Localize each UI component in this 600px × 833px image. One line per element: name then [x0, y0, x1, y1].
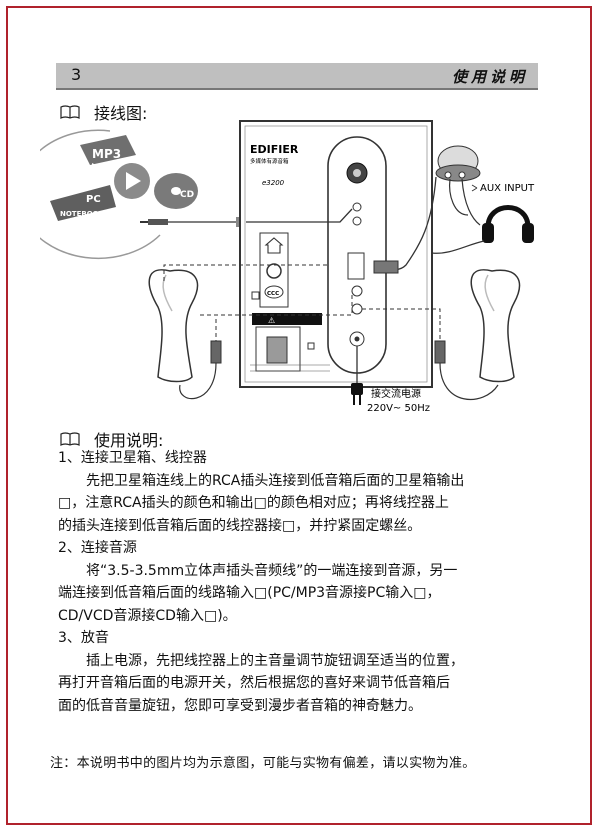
pc-notebook-badge [50, 185, 116, 221]
cd-label: CD [180, 190, 194, 200]
audio-source-group: MP3 PC NOTEBOOK CD [40, 129, 246, 259]
brand-subtitle: 多媒体有源音箱 [250, 157, 289, 165]
book-icon [60, 105, 80, 119]
usage-heading-text: 使用说明: [94, 431, 164, 450]
home-icon [264, 237, 284, 254]
step-title: 3、放音 [58, 630, 109, 646]
satellite-speaker-left [148, 269, 199, 383]
aux-input-label: AUX INPUT [480, 183, 535, 194]
disclaimer-note: 注：本说明书中的图片均为示意图，可能与实物有偏差，请以实物为准。 [50, 756, 476, 771]
step-line: □，注意RCA插头的颜色和输出□的颜色相对应；再将线控器上 [58, 495, 449, 511]
controller-plug [373, 260, 399, 274]
step-line: 将“3.5-3.5mm立体声插头音频线”的一端连接到音源，另一 [86, 562, 458, 579]
header-title: 使用说明 [451, 68, 528, 86]
mini-jack-plug-icon [148, 219, 168, 225]
power-spec: 220V~ 50Hz [367, 403, 430, 414]
ccc-mark-icon [264, 285, 284, 299]
wired-controller-group: AUX INPUT [373, 145, 535, 274]
headphones-icon [482, 205, 534, 243]
pc-label: PC [86, 194, 101, 205]
controller-port [347, 252, 365, 280]
step-line: 面的低音音量旋钮，您即可享受到漫步者音箱的神奇魅力。 [58, 697, 422, 714]
subwoofer-rear-panel: EDIFIER 多媒体有源音箱 e3200 CCC ⚠ [239, 120, 433, 388]
page-frame [6, 6, 592, 825]
rca-plug-left [210, 340, 222, 364]
page-header: 3 使用说明 [56, 63, 538, 90]
satellite-out-left [351, 285, 363, 297]
wiring-heading-text: 接线图: [94, 104, 148, 123]
brand-logo: EDIFIER [250, 143, 299, 156]
age-mark-icon [266, 263, 282, 279]
step-line: 再打开音箱后面的电源开关，然后根据您的喜好来调节低音箱后 [58, 675, 450, 691]
rca-plug-right [434, 340, 446, 364]
page-number: 3 [71, 65, 82, 84]
step-line: 先把卫星箱连线上的RCA插头连接到低音箱后面的卫星箱输出 [86, 472, 465, 489]
step-title: 2、连接音源 [58, 540, 137, 556]
step-title: 1、连接卫星箱、线控器 [58, 450, 207, 466]
book-icon [60, 432, 80, 446]
source-arc [40, 129, 161, 259]
cd-input-jack [352, 216, 362, 226]
model-label: e3200 [262, 179, 285, 187]
play-icon [92, 163, 104, 175]
notebook-label: NOTEBOOK [60, 210, 105, 218]
step-line: 的插头连接到低音箱后面的线控器接□，并拧紧固定螺丝。 [58, 517, 422, 534]
satellite-speaker-right [470, 269, 521, 383]
warning-icon: ⚠ [268, 316, 275, 325]
section-wiring-heading: 接线图: [60, 100, 147, 124]
wiring-diagram: MP3 PC NOTEBOOK CD EDIFIER 多媒体有源音箱 e3200… [40, 120, 535, 414]
step-line: CD/VCD音源接CD输入□)。 [58, 607, 237, 624]
step-line: 插上电源，先把线控器上的主音量调节旋钮调至适当的位置， [86, 652, 464, 669]
section-usage-heading: 使用说明: [60, 427, 163, 451]
play-triangle-icon [126, 172, 141, 190]
power-label: 接交流电源 [371, 387, 421, 400]
mp3-badge [80, 135, 136, 165]
warning-strip [252, 313, 322, 325]
power-plug-icon [351, 383, 363, 405]
ccc-label: CCC [267, 291, 279, 297]
pc-input-jack [352, 202, 362, 212]
step-line: 端连接到低音箱后面的线路输入□(PC/MP3音源接PC输入□， [58, 585, 441, 601]
satellite-out-right [351, 303, 363, 315]
usage-instructions: 1、连接卫星箱、线控器 先把卫星箱连线上的RCA插头连接到低音箱后面的卫星箱输出… [58, 447, 548, 717]
mp3-label: MP3 [92, 147, 121, 161]
power-switch [266, 336, 288, 364]
